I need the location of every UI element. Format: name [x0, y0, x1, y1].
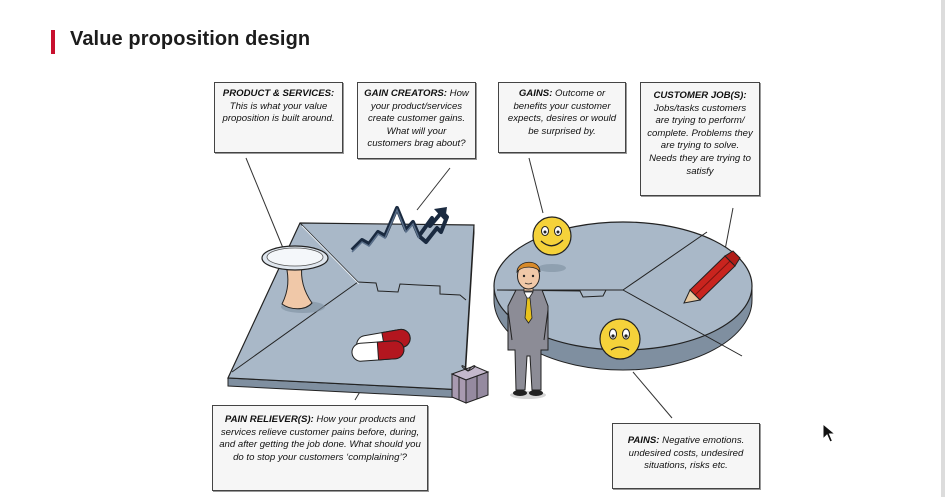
mouse-cursor-icon [822, 423, 836, 443]
callout-gains-heading: GAINS: [518, 88, 553, 99]
smiley-face-icon [532, 216, 572, 272]
person-icon [507, 261, 549, 399]
callout-pain-relievers: PAIN RELIEVER(S): How your products and … [212, 405, 428, 491]
callout-pains-heading: PAINS: [627, 435, 660, 446]
pill-capsules-icon [351, 328, 411, 362]
callout-products-services: PRODUCT & SERVICES: This is what your va… [214, 82, 343, 153]
title-accent-bar [51, 30, 55, 54]
leader-pains [632, 371, 673, 419]
gift-box-icon [450, 365, 490, 404]
callout-pains: PAINS: Negative emotions. undesired cost… [612, 423, 760, 489]
leader-jobs [724, 207, 734, 251]
leader-products [245, 157, 284, 249]
value-map-square [227, 222, 475, 399]
callout-gain-creators: GAIN CREATORS: How your product/services… [357, 82, 476, 159]
window-right-border [941, 0, 945, 497]
rising-arrow-icon [350, 206, 449, 253]
leader-gain-creators [416, 167, 451, 211]
page-title: Value proposition design [70, 28, 311, 50]
callout-jobs-heading: CUSTOMER JOB(S): [653, 90, 747, 101]
callout-products-body: This is what your value proposition is b… [222, 100, 335, 125]
pencil-icon [683, 250, 741, 304]
callout-pain-relievers-heading: PAIN RELIEVER(S): [224, 414, 314, 425]
leader-gains [528, 157, 544, 214]
callout-pains-body: Negative emotions. undesired costs, unde… [628, 435, 745, 472]
callout-products-heading: PRODUCT & SERVICES: [222, 88, 335, 99]
callout-jobs-body: Jobs/tasks customers are trying to perfo… [647, 102, 753, 177]
callout-pain-relievers-body: How your products and services relieve c… [219, 414, 421, 463]
callout-gain-creators-body: How your product/services create custome… [367, 88, 469, 150]
callout-customer-jobs: CUSTOMER JOB(S): Jobs/tasks customers ar… [640, 82, 760, 196]
plate-on-stand-icon [261, 245, 329, 313]
callout-gain-creators-heading: GAIN CREATORS: [364, 88, 447, 99]
callout-gains: GAINS: Outcome or benefits your customer… [498, 82, 626, 153]
sad-face-icon [599, 318, 641, 360]
callout-gains-body: Outcome or benefits your customer expect… [507, 88, 617, 137]
